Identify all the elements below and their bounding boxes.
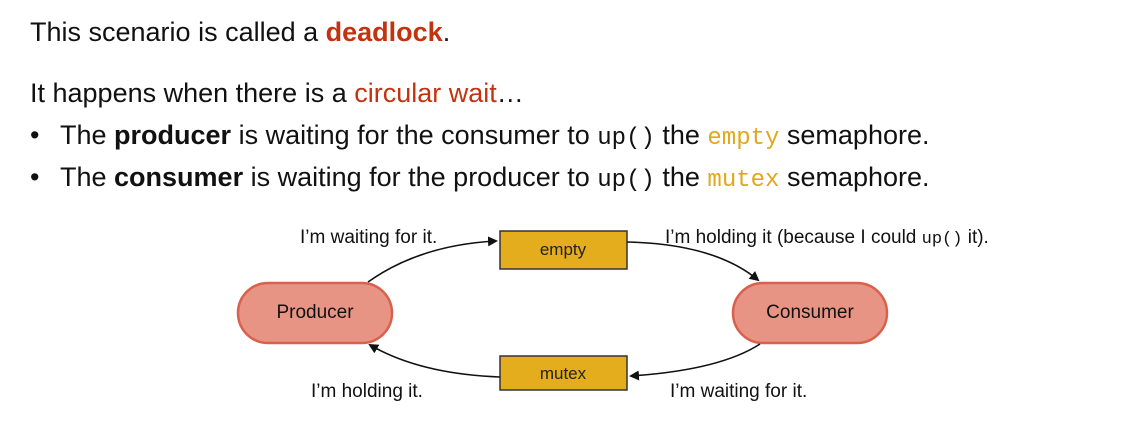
note-consumer-waiting: I’m waiting for it.	[670, 381, 807, 402]
note-consumer-holding: I’m holding it (because I could up() it)…	[665, 227, 989, 249]
note-post: it).	[962, 227, 988, 248]
note-code: up()	[922, 230, 963, 249]
bullet-consumer: • The consumer is waiting for the produce…	[30, 161, 930, 197]
bullet-text-mid2: the	[654, 162, 708, 192]
intro-prefix: This scenario is called a	[30, 17, 326, 47]
bullet-bold-consumer: consumer	[114, 162, 244, 192]
producer-node	[236, 281, 394, 345]
arrow-consumer-to-mutex	[629, 343, 761, 381]
intro-line: This scenario is called a deadlock.	[30, 16, 450, 48]
note-pre: I’m holding it (because I could	[665, 227, 922, 248]
mutex-semaphore-box	[499, 355, 628, 391]
deadlock-term: deadlock	[325, 17, 443, 47]
arrow-producer-to-empty	[367, 236, 498, 283]
cause-suffix: …	[496, 78, 524, 108]
bullet-dot: •	[30, 162, 40, 192]
cause-line: It happens when there is a circular wait…	[30, 77, 524, 109]
circular-wait-term: circular wait	[354, 78, 497, 108]
producer-label: Producer	[276, 302, 354, 323]
bullet-text-post: semaphore.	[779, 162, 930, 192]
bullet-dot: •	[30, 120, 40, 150]
empty-semaphore-box	[499, 230, 628, 270]
arrow-empty-to-consumer	[626, 241, 760, 282]
consumer-label: Consumer	[766, 302, 854, 323]
empty-box-label: empty	[540, 240, 587, 259]
up-code: up()	[597, 125, 655, 152]
up-code: up()	[597, 167, 655, 194]
arrow-mutex-to-producer	[368, 343, 501, 378]
intro-suffix: .	[442, 17, 451, 47]
mutex-box-label: mutex	[540, 364, 587, 383]
bullet-text-pre: The	[60, 120, 115, 150]
bullet-text-pre: The	[60, 162, 115, 192]
bullet-text-post: semaphore.	[779, 120, 930, 150]
consumer-node	[731, 281, 889, 345]
bullet-producer: • The producer is waiting for the consume…	[30, 119, 930, 155]
bullet-text-mid: is waiting for the producer to	[243, 162, 598, 192]
empty-code: empty	[707, 125, 780, 152]
mutex-code: mutex	[707, 167, 780, 194]
bullet-text-mid: is waiting for the consumer to	[231, 120, 598, 150]
note-producer-holding: I’m holding it.	[311, 381, 423, 402]
bullet-bold-producer: producer	[114, 120, 232, 150]
note-producer-waiting: I’m waiting for it.	[300, 227, 437, 248]
bullet-text-mid2: the	[654, 120, 708, 150]
cause-prefix: It happens when there is a	[30, 78, 355, 108]
